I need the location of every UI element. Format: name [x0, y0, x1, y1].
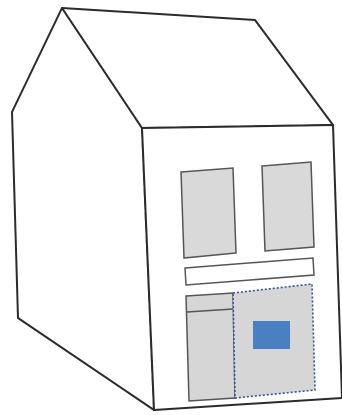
- window-right: [261, 161, 315, 252]
- blue-marker: [253, 321, 290, 349]
- window-left: [180, 167, 237, 259]
- horizontal-band: [184, 257, 315, 286]
- door-top-line: [186, 308, 234, 313]
